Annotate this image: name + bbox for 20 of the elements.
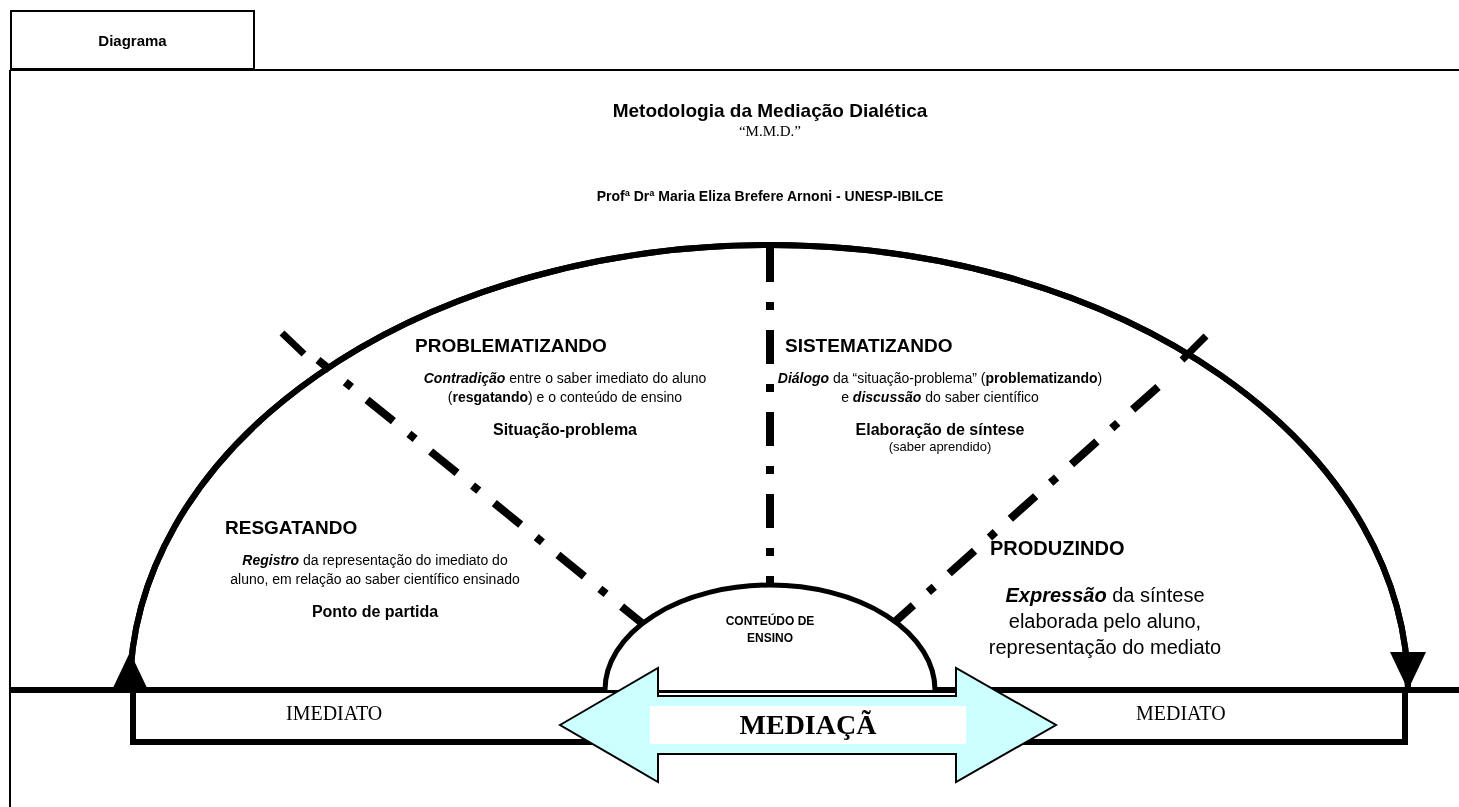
- stage-description: Expressão da síntese elaborada pelo aluno, representação do mediato: [987, 583, 1223, 660]
- stage-note: Elaboração de síntese: [854, 421, 1026, 439]
- title: Metodologia da Mediação Dialética: [611, 100, 929, 122]
- stage-description: Diálogo da “situação-problema” (problematizando) e discussão do saber científico: [776, 369, 1104, 407]
- stage-heading: PRODUZINDO: [989, 537, 1126, 560]
- stage-heading: PROBLEMATIZANDO: [414, 335, 608, 357]
- stage-heading: SISTEMATIZANDO: [784, 335, 954, 357]
- author-line: Profª Drª Maria Eliza Brefere Arnoni - UNESP-IBILCE: [595, 188, 945, 204]
- stage-note: Situação-problema: [492, 421, 638, 439]
- stage-description: Contradição entre o saber imediato do aluno (resgatando) e o conteúdo de ensino: [422, 369, 708, 407]
- band-label: IMEDIATO: [286, 702, 383, 725]
- arrow-label: MEDIAÇÃ: [650, 706, 966, 744]
- tab-box: Diagrama: [10, 10, 255, 70]
- band-label: MEDIATO: [1136, 702, 1226, 725]
- stage-heading: RESGATANDO: [225, 517, 359, 539]
- stage-note: (saber aprendido): [887, 439, 993, 454]
- stage-description: Registro da representação do imediato do aluno, em relação ao saber científico ensinado: [229, 551, 521, 589]
- subtitle: “M.M.D.”: [737, 123, 803, 140]
- inner-label: CONTEÚDO DE ENSINO: [724, 613, 816, 647]
- stage-note: Ponto de partida: [310, 603, 440, 621]
